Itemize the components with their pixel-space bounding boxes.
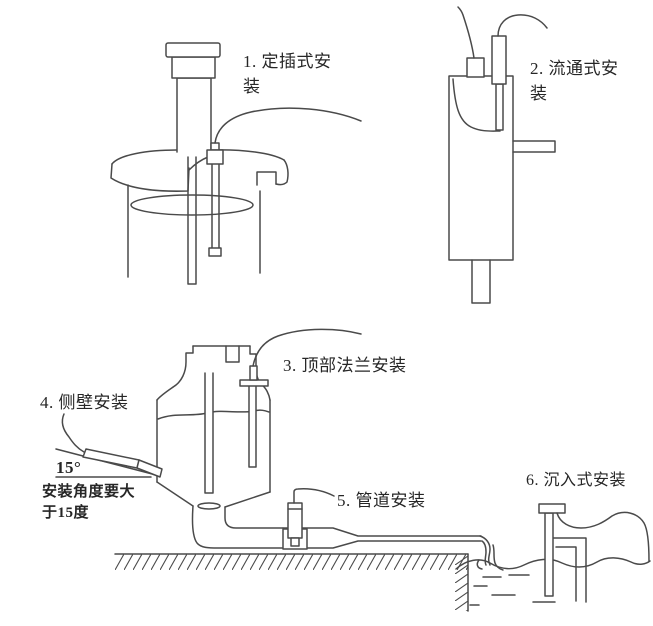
probe-cap (539, 504, 565, 513)
ground-hatching (115, 554, 468, 611)
cable (253, 329, 361, 366)
label-method-6: 6. 沉入式安装 (526, 472, 627, 489)
outlet-pipe (513, 141, 555, 152)
submersible-probe (545, 513, 553, 596)
label-method-3: 3. 顶部法兰安装 (283, 356, 407, 375)
label-method-5: 5. 管道安装 (337, 491, 426, 510)
flow-cell-inner-curve (453, 79, 500, 131)
flange-bar (240, 380, 268, 386)
inlet-tube (472, 260, 490, 303)
cable (62, 414, 84, 452)
cable (215, 108, 361, 143)
angle-value: 15° (56, 458, 82, 477)
water-ripples (470, 575, 555, 605)
side-probe-body (83, 449, 139, 468)
cable (557, 512, 649, 561)
flange-probe (249, 386, 256, 467)
label-method-2: 2. 流通式安装 (530, 59, 619, 103)
mounting-bracket (553, 538, 586, 602)
tank-lid (111, 150, 288, 191)
label-method-1: 1. 定插式安装 (243, 52, 332, 96)
liquid-level (158, 410, 269, 419)
riser-pipe (166, 43, 220, 152)
tank (128, 185, 260, 277)
label-method-4: 4. 侧壁安装 (40, 393, 129, 412)
pipeline-diagram (283, 489, 481, 549)
water-surface (456, 558, 650, 569)
side-wall-diagram (56, 414, 162, 477)
pipe-top (283, 528, 481, 536)
sensor-tip (291, 538, 299, 546)
probe-tube (188, 157, 196, 284)
cable (458, 7, 474, 58)
angle-note: 安装角度要大于15度 (42, 484, 136, 521)
pipe-bottom (283, 541, 481, 548)
cable (294, 489, 334, 503)
top-flange-diagram (157, 329, 361, 548)
sensor-fitting (207, 143, 223, 256)
submersible-diagram (456, 504, 650, 605)
flange-stub (250, 366, 257, 380)
drain-elbow (192, 503, 285, 548)
fixed-insertion-diagram (111, 43, 361, 284)
probe-rod (496, 84, 503, 130)
cable (498, 15, 547, 36)
right-probe (492, 36, 506, 84)
flow-through-diagram (449, 7, 555, 303)
left-probe (467, 58, 484, 77)
side-probe-tip (137, 460, 162, 477)
probe-tube (205, 373, 213, 493)
